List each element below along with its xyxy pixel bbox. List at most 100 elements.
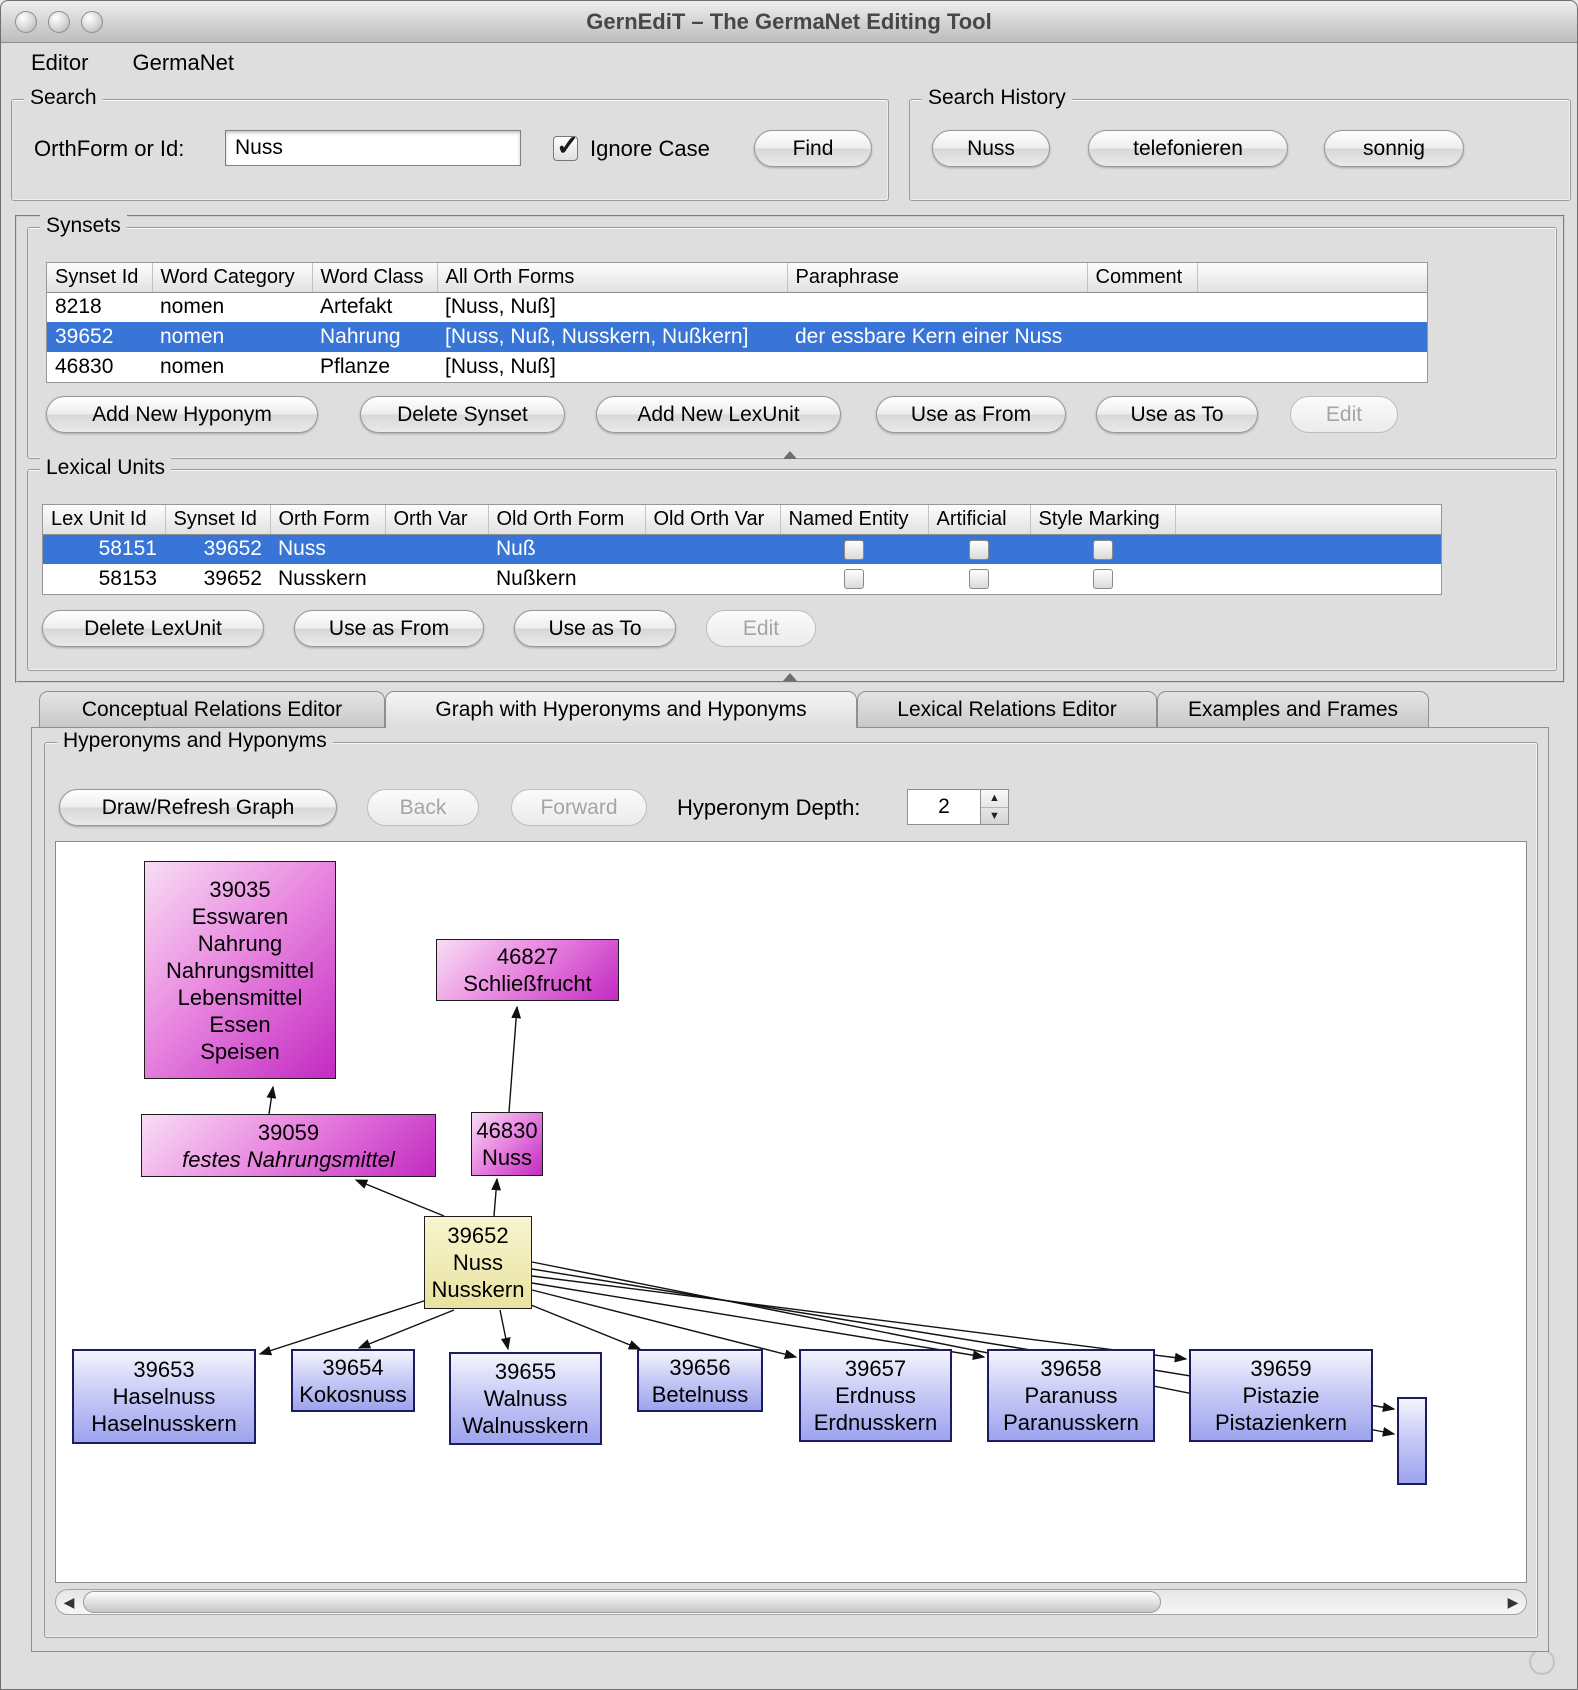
graph-horizontal-scrollbar[interactable]: ◀ ▶ (55, 1589, 1527, 1615)
tab-examples-and-frames[interactable]: Examples and Frames (1157, 691, 1429, 727)
column-synset-id[interactable]: Synset Id (165, 505, 271, 535)
delete-lexunit-button[interactable]: Delete LexUnit (42, 610, 264, 647)
spinner-up-icon[interactable]: ▲ (981, 790, 1008, 808)
column-orth-var[interactable]: Orth Var (385, 505, 489, 535)
orthform-label: OrthForm or Id: (34, 136, 185, 161)
lexunit-use-as-from-button[interactable]: Use as From (294, 610, 484, 647)
cell: 8218 (55, 295, 102, 319)
artificial-checkbox[interactable] (969, 539, 989, 560)
column-all-orth-forms[interactable]: All Orth Forms (437, 263, 788, 293)
artificial-checkbox[interactable] (969, 569, 989, 590)
column-artificial[interactable]: Artificial (928, 505, 1031, 535)
lexunit-edit-button[interactable]: Edit (706, 610, 816, 647)
add-new-hyponym-button[interactable]: Add New Hyponym (46, 396, 318, 433)
splitter-handle[interactable] (783, 673, 797, 681)
named-entity-checkbox[interactable] (844, 539, 864, 560)
node-id: 39652 (447, 1223, 509, 1248)
lexunit-row-selected[interactable]: 58151 39652 Nuss Nuß (43, 534, 1441, 564)
graph-node-39653[interactable]: 39653 Haselnuss Haselnusskern (72, 1349, 256, 1444)
tab-graph-hyperonyms-hyponyms[interactable]: Graph with Hyperonyms and Hyponyms (385, 691, 857, 728)
titlebar[interactable]: GernEdiT – The GermaNet Editing Tool (1, 1, 1577, 43)
graph-tab-panel: Hyperonyms and Hyponyms Draw/Refresh Gra… (31, 727, 1549, 1652)
close-button[interactable] (15, 11, 37, 33)
window-controls (15, 11, 103, 33)
scroll-left-icon[interactable]: ◀ (63, 1593, 75, 1610)
named-entity-checkbox[interactable] (844, 569, 864, 590)
graph-node-39659[interactable]: 39659 Pistazie Pistazienkern (1189, 1349, 1373, 1442)
graph-node-39652[interactable]: 39652 Nuss Nusskern (424, 1216, 532, 1309)
spinner-value: 2 (938, 795, 950, 818)
synset-edit-button[interactable]: Edit (1290, 396, 1398, 433)
cell: Nusskern (278, 567, 367, 590)
resize-grip[interactable] (1529, 1649, 1555, 1675)
menu-editor[interactable]: Editor (31, 50, 89, 75)
find-button[interactable]: Find (754, 130, 872, 167)
graph-node-39657[interactable]: 39657 Erdnuss Erdnusskern (799, 1349, 952, 1442)
column-lex-unit-id[interactable]: Lex Unit Id (43, 505, 166, 535)
node-id: 39653 (133, 1357, 195, 1382)
column-orth-form[interactable]: Orth Form (270, 505, 386, 535)
graph-node-39658[interactable]: 39658 Paranuss Paranusskern (987, 1349, 1155, 1442)
cell: [Nuss, Nuß] (445, 295, 556, 319)
forward-button[interactable]: Forward (511, 789, 647, 826)
lexunit-use-as-to-button[interactable]: Use as To (514, 610, 676, 647)
history-button-nuss[interactable]: Nuss (932, 130, 1050, 167)
graph-node-39656[interactable]: 39656 Betelnuss (637, 1349, 763, 1412)
graph-canvas[interactable]: 39035 Esswaren Nahrung Nahrungsmittel Le… (55, 841, 1527, 1583)
history-button-sonnig[interactable]: sonnig (1324, 130, 1464, 167)
synset-row[interactable]: 46830 nomen Pflanze [Nuss, Nuß] (47, 352, 1427, 382)
synset-use-as-from-button[interactable]: Use as From (876, 396, 1066, 433)
draw-refresh-graph-button[interactable]: Draw/Refresh Graph (59, 789, 337, 826)
cell: Nuß (488, 534, 645, 564)
history-button-telefonieren[interactable]: telefonieren (1088, 130, 1288, 167)
hyperonym-depth-spinner[interactable]: 2 ▲ ▼ (907, 789, 1009, 825)
spinner-stepper[interactable]: ▲ ▼ (980, 790, 1008, 824)
delete-synset-button[interactable]: Delete Synset (360, 396, 565, 433)
splitter-handle[interactable] (783, 451, 797, 459)
orthform-input[interactable] (225, 130, 521, 166)
scroll-right-icon[interactable]: ▶ (1507, 1593, 1519, 1610)
add-new-lexunit-button[interactable]: Add New LexUnit (596, 396, 841, 433)
cell: 39652 (203, 567, 262, 590)
lexical-units-table: Lex Unit Id Synset Id Orth Form Orth Var… (42, 504, 1442, 595)
column-comment[interactable]: Comment (1087, 263, 1198, 293)
node-words: Kokosnuss (299, 1381, 407, 1407)
lexunit-row[interactable]: 58153 39652 Nusskern Nußkern (43, 564, 1441, 594)
column-old-orth-form[interactable]: Old Orth Form (488, 505, 646, 535)
cell: nomen (160, 295, 225, 319)
ignore-case-checkbox[interactable]: ✓ (553, 130, 579, 161)
column-style-marking[interactable]: Style Marking (1030, 505, 1176, 535)
lexical-units-group-label: Lexical Units (40, 456, 172, 480)
graph-node-39035[interactable]: 39035 Esswaren Nahrung Nahrungsmittel Le… (144, 861, 336, 1079)
column-named-entity[interactable]: Named Entity (780, 505, 929, 535)
graph-node-39654[interactable]: 39654 Kokosnuss (291, 1349, 415, 1412)
style-marking-checkbox[interactable] (1092, 539, 1113, 560)
synset-row-selected[interactable]: 39652 nomen Nahrung [Nuss, Nuß, Nusskern… (47, 322, 1427, 352)
column-synset-id[interactable]: Synset Id (47, 263, 153, 293)
synset-row[interactable]: 8218 nomen Artefakt [Nuss, Nuß] (47, 292, 1427, 322)
minimize-button[interactable] (48, 11, 70, 33)
node-id: 39659 (1250, 1356, 1312, 1381)
spinner-down-icon[interactable]: ▼ (989, 809, 1000, 822)
scrollbar-thumb[interactable] (83, 1591, 1161, 1613)
graph-node-46827[interactable]: 46827 Schließfrucht (436, 939, 619, 1001)
column-paraphrase[interactable]: Paraphrase (787, 263, 1088, 293)
graph-node-partial[interactable] (1397, 1397, 1427, 1485)
synset-use-as-to-button[interactable]: Use as To (1096, 396, 1258, 433)
style-marking-checkbox[interactable] (1092, 569, 1113, 590)
menu-germanet[interactable]: GermaNet (132, 50, 234, 75)
zoom-button[interactable] (81, 11, 103, 33)
column-word-class[interactable]: Word Class (312, 263, 438, 293)
cell (1087, 322, 1197, 352)
tab-lexical-relations-editor[interactable]: Lexical Relations Editor (857, 691, 1157, 727)
graph-node-46830[interactable]: 46830 Nuss (471, 1112, 543, 1176)
back-button[interactable]: Back (367, 789, 479, 826)
graph-node-39059[interactable]: 39059 festes Nahrungsmittel (141, 1114, 436, 1177)
column-old-orth-var[interactable]: Old Orth Var (645, 505, 781, 535)
cell: der essbare Kern einer Nuss (787, 322, 1087, 352)
node-id: 39656 (669, 1354, 731, 1380)
tab-conceptual-relations-editor[interactable]: Conceptual Relations Editor (39, 691, 385, 727)
cell (1030, 534, 1175, 564)
graph-node-39655[interactable]: 39655 Walnuss Walnusskern (449, 1352, 602, 1445)
column-word-category[interactable]: Word Category (152, 263, 313, 293)
